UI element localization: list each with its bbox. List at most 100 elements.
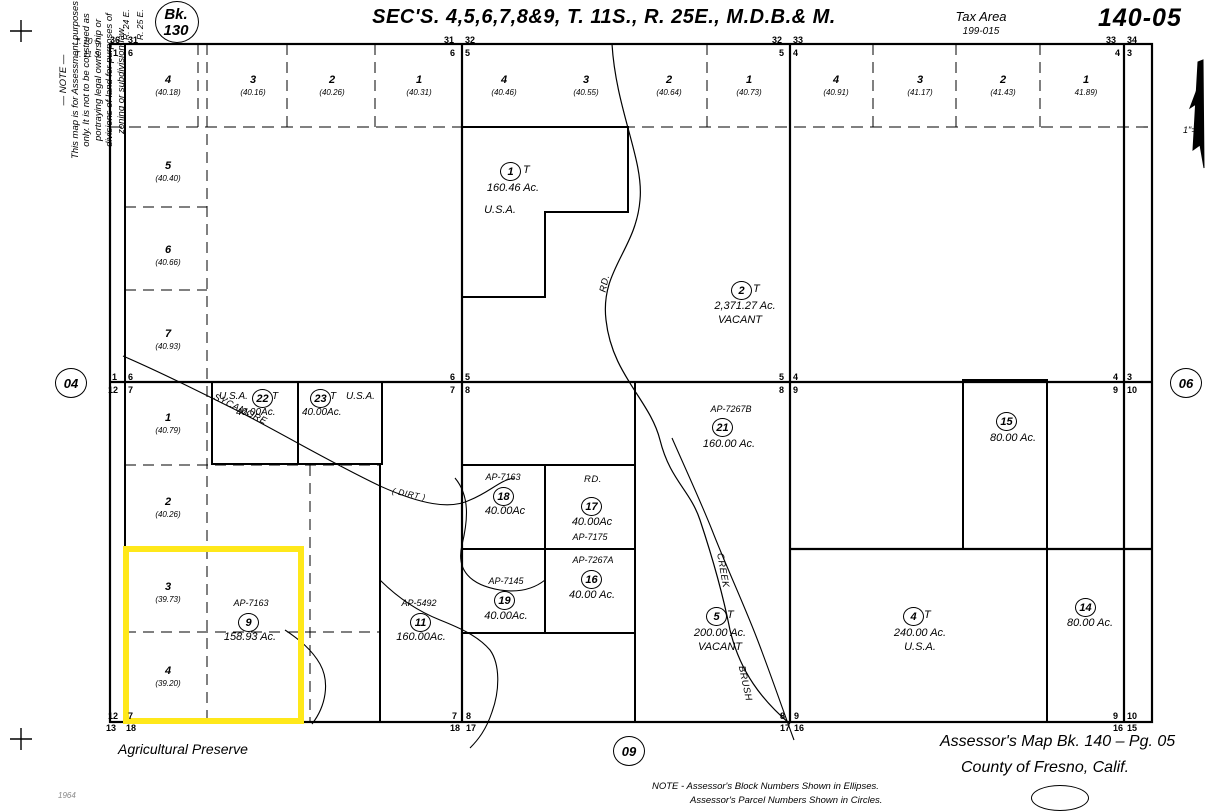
parcel-ap-number: AP-7175 (572, 532, 608, 542)
parcel-circle-11[interactable]: 11 (410, 613, 431, 632)
parcel-circle-18[interactable]: 18 (493, 487, 514, 506)
parcel-circle-4[interactable]: 4 (903, 607, 924, 626)
corner-mark: 9 (1113, 711, 1119, 721)
lot-number: 2 (999, 74, 1007, 86)
corner-mark: 5 (779, 48, 785, 58)
lot-acreage: (40.64) (656, 88, 682, 97)
parcel-owner: U.S.A. (904, 641, 936, 653)
parcel-circle-21[interactable]: 21 (712, 418, 733, 437)
parcel-acreage: 200.00 Ac. (693, 627, 747, 639)
corner-mark: 7 (128, 711, 134, 721)
parcel-ap-number: AP-7145 (488, 576, 524, 586)
parcel-acreage: 40.00Ac. (302, 407, 342, 418)
parcel-circle-2[interactable]: 2 (731, 281, 752, 300)
corner-mark: 6 (128, 48, 134, 58)
corner-mark: 16 (1113, 723, 1124, 733)
parcel-acreage: 240.00 Ac. (893, 627, 947, 639)
lot-acreage: (40.79) (155, 426, 181, 435)
parcel-owner: U.S.A. (484, 204, 516, 216)
parcel-owner: U.S.A. (219, 391, 248, 402)
lot-acreage: (40.18) (155, 88, 181, 97)
corner-mark: 4 (1113, 372, 1119, 382)
north-arrow-icon (1188, 59, 1205, 169)
parcel-circle-22[interactable]: 22 (252, 389, 273, 408)
lot-number: 7 (164, 328, 172, 340)
parcel-owner: VACANT (697, 641, 743, 653)
lot-number: 3 (249, 74, 257, 86)
corner-mark: 7 (128, 385, 134, 395)
corner-mark: 3 (1127, 48, 1133, 58)
parcel-circle-23[interactable]: 23 (310, 389, 331, 408)
county-label: County of Fresno, Calif. (961, 759, 1130, 776)
corner-mark: 1 (112, 372, 118, 382)
corner-mark: 8 (779, 385, 785, 395)
lot-acreage: (40.73) (736, 88, 762, 97)
lot-acreage: (40.26) (319, 88, 345, 97)
corner-mark: 5 (465, 372, 471, 382)
parcel-circle-16[interactable]: 16 (581, 570, 602, 589)
lot-acreage: (40.46) (491, 88, 517, 97)
page-ref-right[interactable]: 06 (1170, 368, 1202, 398)
corner-mark: 31 (128, 35, 139, 45)
corner-mark: 18 (126, 723, 137, 733)
page-ref-bottom[interactable]: 09 (613, 736, 645, 766)
tax-area-value: 199-015 (962, 26, 1000, 37)
corner-mark: 7 (452, 711, 458, 721)
note-heading: — NOTE — (58, 54, 69, 106)
lot-acreage: (40.55) (573, 88, 599, 97)
township-bottom-label: T. 11 S. (75, 50, 102, 59)
parcel-acreage: 2,371.27 Ac. (714, 300, 776, 312)
parcel-acreage: 160.46 Ac. (486, 182, 540, 194)
parcel-acreage: 80.00 Ac. (989, 432, 1037, 444)
corner-mark: 34 (1127, 35, 1138, 45)
parcel-acreage: 40.00Ac (484, 505, 526, 517)
note-body: This map is for Assessment purposes only… (69, 0, 127, 160)
lot-acreage: (41.17) (907, 88, 933, 97)
corner-mark: 33 (1106, 35, 1117, 45)
corner-mark: 9 (793, 385, 799, 395)
corner-mark: 15 (1127, 723, 1138, 733)
corner-mark: 6 (450, 48, 456, 58)
lot-number: 4 (832, 74, 840, 86)
corner-mark: 36 (110, 35, 121, 45)
road-label: RD. (584, 474, 602, 485)
parcel-suffix: T (523, 164, 530, 176)
corner-mark: 13 (106, 723, 117, 733)
lot-number: 4 (164, 74, 172, 86)
corner-mark: 12 (108, 711, 119, 721)
corner-mark: 3 (1127, 372, 1133, 382)
corner-mark: 16 (794, 723, 805, 733)
lot-number: 4 (164, 665, 172, 677)
lot-number: 6 (164, 244, 172, 256)
corner-mark: 32 (465, 35, 476, 45)
page-ref-left[interactable]: 04 (55, 368, 87, 398)
lot-acreage: (40.40) (155, 174, 181, 183)
book-label: Bk. (164, 6, 188, 23)
corner-mark: 8 (466, 711, 472, 721)
highlighted-parcel-outline (123, 546, 304, 724)
corner-mark: 9 (1113, 385, 1119, 395)
lot-acreage: (39.20) (155, 679, 181, 688)
parcel-circle-15[interactable]: 15 (996, 412, 1017, 431)
lot-number: 2 (665, 74, 673, 86)
corner-mark: 18 (450, 723, 461, 733)
parcel-circle-9[interactable]: 9 (238, 613, 259, 632)
page-number: 140-05 (1098, 4, 1182, 32)
parcel-suffix: T (753, 283, 760, 295)
lot-number: 3 (582, 74, 590, 86)
parcel-circle-5[interactable]: 5 (706, 607, 727, 626)
block-number-ellipse-sample (1031, 785, 1089, 811)
tax-area-label: Tax Area (955, 9, 1007, 24)
corner-mark: 6 (450, 372, 456, 382)
parcel-circle-14[interactable]: 14 (1075, 598, 1096, 617)
township-top-label: T. 10 S. (75, 37, 103, 46)
corner-mark: 8 (465, 385, 471, 395)
parcel-circle-17[interactable]: 17 (581, 497, 602, 516)
corner-mark: 9 (794, 711, 800, 721)
map-year: 1964 (58, 791, 76, 800)
parcel-ap-number: AP-7163 (485, 472, 521, 482)
parcel-circle-1[interactable]: 1 (500, 162, 521, 181)
lot-number: 1 (164, 412, 172, 424)
parcel-circle-19[interactable]: 19 (494, 591, 515, 610)
corner-mark: 5 (465, 48, 471, 58)
